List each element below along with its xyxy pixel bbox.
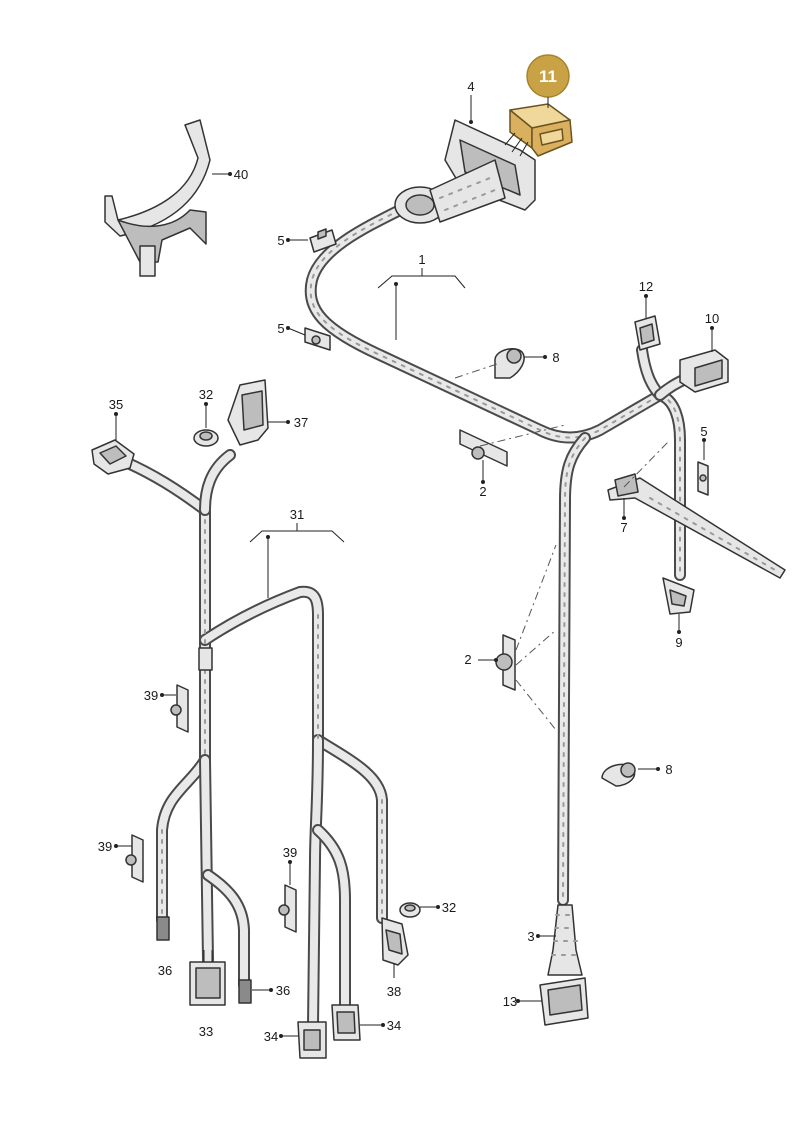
svg-text:36: 36 — [158, 963, 172, 978]
svg-text:13: 13 — [503, 994, 517, 1009]
callout-5-mid: 5 — [277, 321, 306, 336]
callout-1: 1 — [377, 252, 466, 340]
svg-text:7: 7 — [620, 520, 627, 535]
callout-32-lower: 32 — [420, 900, 456, 915]
callout-34-right: 34 — [360, 1018, 401, 1033]
callout-3: 3 — [527, 929, 556, 944]
svg-text:37: 37 — [294, 415, 308, 430]
svg-text:32: 32 — [199, 387, 213, 402]
callout-39-c: 39 — [283, 845, 297, 885]
svg-text:39: 39 — [98, 839, 112, 854]
badge-label: 11 — [539, 67, 557, 86]
callout-2-upper: 2 — [479, 460, 487, 499]
clip-part-5-right — [697, 461, 709, 496]
svg-text:5: 5 — [277, 321, 284, 336]
svg-text:4: 4 — [467, 79, 474, 94]
clip-part-39-a — [170, 684, 189, 733]
callout-33: 33 — [199, 1024, 213, 1039]
clip-part-39-b — [125, 834, 144, 883]
callout-35: 35 — [109, 397, 123, 440]
svg-text:1: 1 — [418, 252, 425, 267]
connector-part-9 — [662, 577, 695, 615]
clip-part-2-upper — [459, 429, 508, 467]
svg-text:38: 38 — [387, 984, 401, 999]
ring-part-32-lower — [399, 902, 421, 918]
svg-text:8: 8 — [552, 350, 559, 365]
ring-part-32-upper — [193, 429, 219, 447]
clip-part-5-mid — [304, 327, 331, 351]
svg-text:31: 31 — [290, 507, 304, 522]
svg-text:2: 2 — [464, 652, 471, 667]
callout-38: 38 — [387, 963, 401, 999]
callout-31: 31 — [249, 507, 345, 598]
clip-part-39-c — [278, 884, 297, 933]
svg-text:40: 40 — [234, 167, 248, 182]
harness-part-31 — [102, 449, 388, 1031]
callout-39-a: 39 — [144, 688, 176, 703]
svg-text:5: 5 — [277, 233, 284, 248]
svg-text:5: 5 — [700, 424, 707, 439]
svg-text:33: 33 — [199, 1024, 213, 1039]
svg-text:32: 32 — [442, 900, 456, 915]
svg-text:2: 2 — [479, 484, 486, 499]
connector-part-13 — [539, 977, 589, 1026]
connector-part-37 — [227, 379, 269, 446]
svg-text:8: 8 — [665, 762, 672, 777]
callout-7: 7 — [620, 498, 628, 535]
cable-tie-part-7 — [607, 473, 786, 579]
callout-8-top: 8 — [524, 350, 560, 365]
callout-32-upper: 32 — [199, 387, 213, 428]
callout-4: 4 — [467, 79, 475, 124]
callout-5-top: 5 — [277, 233, 308, 248]
svg-text:35: 35 — [109, 397, 123, 412]
reference-lines — [454, 363, 671, 731]
boot-part-3 — [547, 904, 583, 976]
svg-text:12: 12 — [639, 279, 653, 294]
holder-part-8-top — [494, 348, 525, 379]
svg-text:39: 39 — [144, 688, 158, 703]
callout-9: 9 — [675, 614, 683, 650]
svg-text:34: 34 — [387, 1018, 401, 1033]
main-harness — [304, 204, 694, 906]
svg-text:36: 36 — [276, 983, 290, 998]
holder-part-8-bottom — [601, 762, 636, 787]
connector-part-35 — [91, 439, 135, 475]
svg-text:39: 39 — [283, 845, 297, 860]
callout-37: 37 — [268, 415, 308, 430]
callout-40: 40 — [212, 167, 248, 182]
callout-39-b: 39 — [98, 839, 132, 854]
connector-part-36-b — [238, 979, 252, 1004]
grommet-part-4 — [394, 119, 536, 224]
connector-part-34-b — [331, 1004, 361, 1041]
callout-36-left: 36 — [158, 963, 172, 978]
svg-text:34: 34 — [264, 1029, 278, 1044]
bracket-part-40 — [104, 119, 211, 277]
connector-part-38 — [381, 917, 409, 966]
connector-part-10 — [679, 349, 729, 393]
svg-text:3: 3 — [527, 929, 534, 944]
callout-13: 13 — [503, 994, 542, 1009]
callout-10: 10 — [705, 311, 719, 352]
callout-34-left: 34 — [264, 1029, 298, 1044]
badge-part-11: 11 — [526, 54, 570, 108]
svg-text:9: 9 — [675, 635, 682, 650]
clip-part-5-top — [309, 228, 337, 253]
svg-text:10: 10 — [705, 311, 719, 326]
callout-2-lower: 2 — [464, 652, 498, 667]
callout-8-bottom: 8 — [638, 762, 673, 777]
clip-part-2-lower — [495, 634, 516, 691]
callout-5-right: 5 — [700, 424, 708, 460]
callout-36-right: 36 — [252, 983, 290, 998]
connector-part-12 — [634, 315, 661, 351]
callout-12: 12 — [639, 279, 653, 318]
connector-part-34-a — [297, 1021, 327, 1059]
connector-part-33 — [189, 950, 226, 1006]
connector-part-11-highlighted — [504, 103, 573, 157]
connector-part-36-a — [156, 916, 170, 941]
